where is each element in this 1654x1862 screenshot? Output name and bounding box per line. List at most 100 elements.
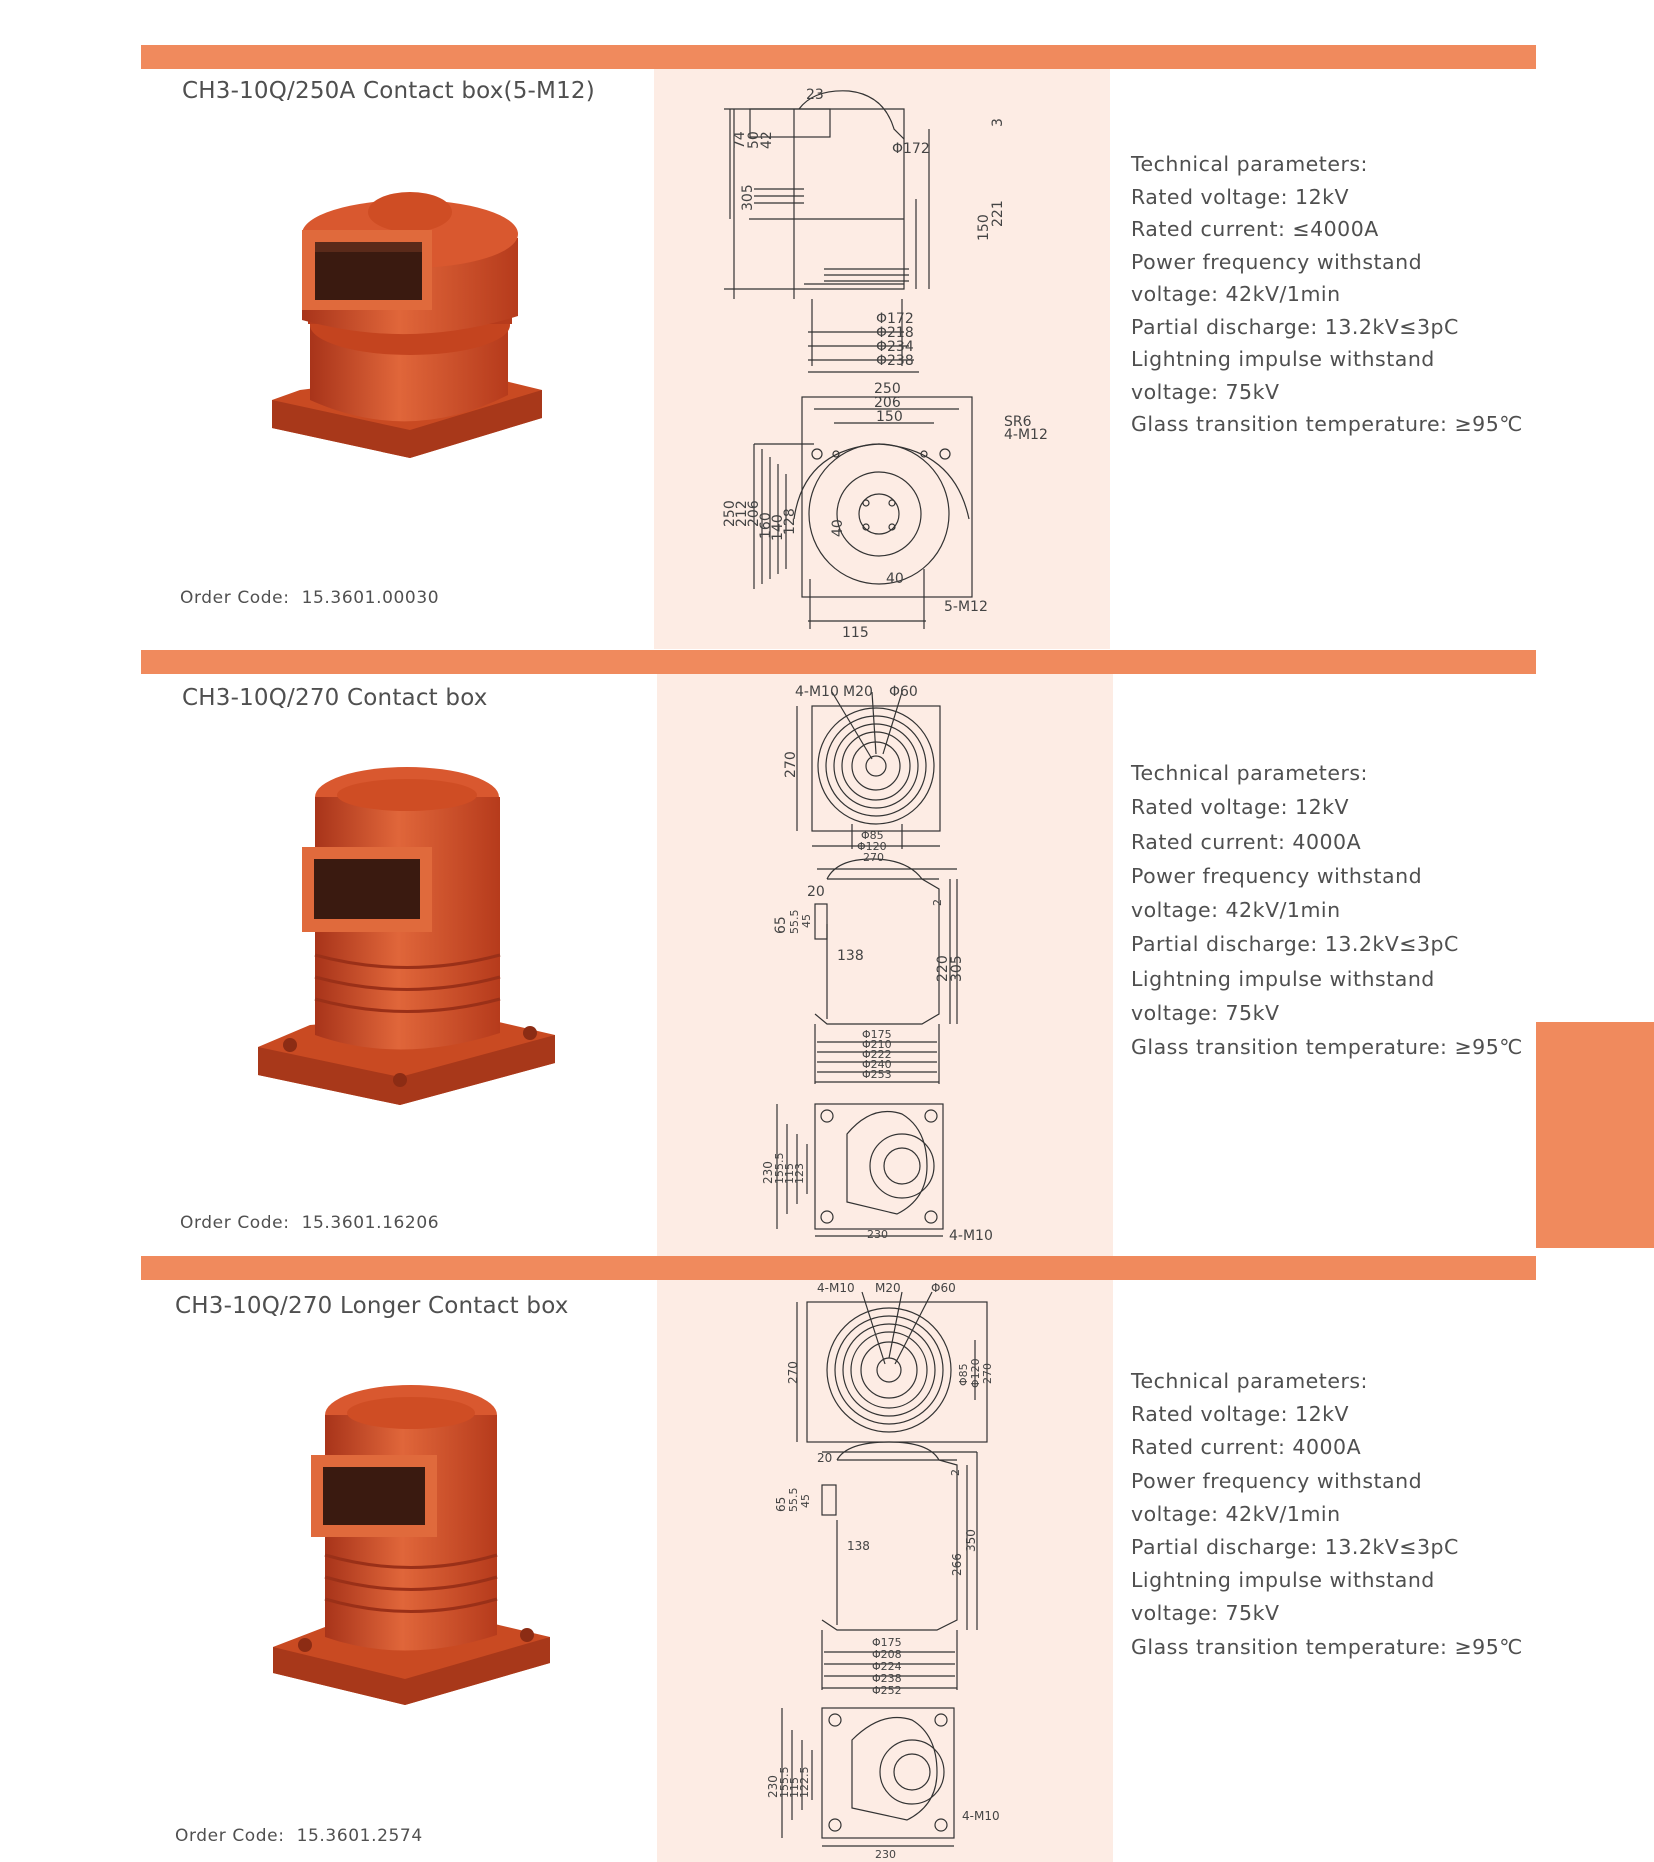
side-tab — [1536, 1022, 1654, 1248]
dim-phi238: Φ238 — [872, 1672, 902, 1685]
dim-v212: 212 — [734, 500, 750, 527]
param-power-frequency: Power frequency withstand — [1131, 1468, 1423, 1493]
order-code-value: 15.3601.00030 — [301, 588, 440, 608]
dim-40a: 40 — [830, 519, 846, 537]
param-lightning-impulse-value: voltage: 75kV — [1131, 379, 1280, 404]
order-code: Order Code: 15.3601.2574 — [175, 1826, 423, 1846]
order-code-value: 15.3601.2574 — [296, 1826, 423, 1846]
order-code-label: Order Code: — [175, 1826, 285, 1846]
dim-270-v: 270 — [783, 751, 799, 778]
section-bar-3 — [141, 1256, 1536, 1280]
technical-parameters: Technical parameters: Rated voltage: 12k… — [1131, 756, 1523, 1065]
dim-220: 220 — [935, 955, 951, 982]
param-lightning-impulse: Lightning impulse withstand — [1131, 347, 1435, 371]
param-rated-current: Rated current: ≤4000A — [1131, 217, 1379, 241]
param-rated-current: Rated current: 4000A — [1131, 829, 1362, 854]
product-title: CH3-10Q/270 Longer Contact box — [175, 1293, 569, 1319]
technical-parameters: Technical parameters: Rated voltage: 12k… — [1131, 148, 1523, 441]
dim-42: 42 — [759, 131, 775, 149]
dim-4-m10-bottom: 4-M10 — [962, 1809, 1000, 1823]
dim-206: 206 — [874, 395, 901, 411]
dim-230-h: 230 — [867, 1228, 888, 1241]
dim-phi222: Φ222 — [862, 1048, 892, 1061]
order-code: Order Code:15.3601.16206 — [180, 1213, 439, 1233]
dim-65: 65 — [774, 1497, 788, 1512]
dim-phi172: Φ172 — [876, 311, 914, 327]
contact-box-photo — [273, 1385, 550, 1705]
technical-drawing-3: 4-M10 M20 Φ60 270 Φ85 Φ120 270 20 65 55.… — [766, 1281, 1000, 1861]
param-lightning-impulse-value: voltage: 75kV — [1131, 1001, 1280, 1026]
dim-138: 138 — [847, 1539, 870, 1553]
dim-phi85: Φ85 — [861, 829, 884, 842]
dim-50: 50 — [746, 131, 762, 149]
dim-230-h: 230 — [875, 1848, 896, 1861]
dim-305: 305 — [949, 955, 965, 982]
param-rated-voltage: Rated voltage: 12kV — [1131, 1402, 1350, 1427]
dim-phi252: Φ252 — [872, 1684, 902, 1697]
dim-3: 3 — [990, 118, 1006, 127]
dim-phi60: Φ60 — [889, 684, 918, 700]
param-power-frequency-value: voltage: 42kV/1min — [1131, 1501, 1341, 1526]
dim-74: 74 — [732, 131, 748, 149]
dim-v160: 160 — [758, 512, 774, 539]
technical-drawing-2: 4-M10 M20 Φ60 270 Φ85 Φ120 270 20 65 55.… — [761, 684, 993, 1244]
dim-230-v: 230 — [761, 1161, 775, 1184]
dim-phi60: Φ60 — [931, 1281, 956, 1295]
dim-65: 65 — [773, 916, 789, 934]
section-bar-2 — [141, 650, 1536, 674]
dim-350: 350 — [964, 1529, 978, 1552]
dim-sr6: SR6 — [1004, 414, 1032, 430]
order-code: Order Code: 15.3601.00030 — [180, 588, 439, 608]
dim-150b: 150 — [876, 409, 903, 425]
param-glass-transition: Glass transition temperature: ≥95℃ — [1131, 1634, 1523, 1659]
dim-115: 115 — [842, 625, 869, 641]
dim-4-m10: 4-M10 — [817, 1281, 855, 1295]
param-rated-voltage: Rated voltage: 12kV — [1131, 795, 1350, 820]
dim-4-m12: 4-M12 — [1004, 427, 1048, 443]
param-power-frequency: Power frequency withstand — [1131, 249, 1423, 274]
dim-phi175: Φ175 — [872, 1636, 902, 1649]
dim-305: 305 — [740, 184, 756, 211]
dim-phi210: Φ210 — [862, 1038, 892, 1051]
dim-122-5: 122.5 — [798, 1767, 811, 1799]
contact-box-photo — [258, 767, 555, 1105]
param-rated-voltage: Rated voltage: 12kV — [1131, 184, 1350, 209]
dim-45: 45 — [799, 1494, 812, 1508]
dim-phi85: Φ85 — [957, 1363, 970, 1386]
dim-270-r: 270 — [981, 1363, 994, 1384]
product-title: CH3-10Q/250A Contact box(5-M12) — [182, 78, 595, 104]
dim-155-5: 155.5 — [778, 1767, 791, 1799]
dim-4-m10: 4-M10 — [795, 684, 839, 700]
dim-phi208: Φ208 — [872, 1648, 902, 1661]
dim-m20: M20 — [875, 1281, 901, 1295]
dim-55-5: 55.5 — [788, 910, 801, 935]
technical-parameters: Technical parameters: Rated voltage: 12k… — [1131, 1365, 1523, 1664]
dim-phi175: Φ175 — [862, 1028, 892, 1041]
dim-phi172-top: Φ172 — [892, 141, 930, 157]
dim-v206: 206 — [746, 500, 762, 527]
dim-23: 23 — [806, 87, 824, 103]
dim-2: 2 — [949, 1469, 962, 1476]
dim-m20: M20 — [843, 684, 873, 700]
param-power-frequency-value: voltage: 42kV/1min — [1131, 898, 1341, 923]
param-power-frequency: Power frequency withstand — [1131, 863, 1423, 888]
dim-phi234: Φ234 — [876, 339, 914, 355]
dim-45: 45 — [800, 914, 813, 928]
param-partial-discharge: Partial discharge: 13.2kV≤3pC — [1131, 314, 1459, 339]
product-title: CH3-10Q/270 Contact box — [182, 685, 488, 711]
section-bar-1 — [141, 45, 1536, 69]
dim-270-v: 270 — [786, 1361, 800, 1384]
dim-4-m10-bottom: 4-M10 — [949, 1228, 993, 1244]
dim-2: 2 — [931, 899, 944, 906]
dim-5-m12: 5-M12 — [944, 599, 988, 615]
param-heading: Technical parameters: — [1131, 152, 1368, 176]
param-glass-transition: Glass transition temperature: ≥95℃ — [1131, 1035, 1523, 1060]
param-lightning-impulse: Lightning impulse withstand — [1131, 966, 1435, 991]
param-rated-current: Rated current: 4000A — [1131, 1435, 1362, 1460]
dim-v140: 140 — [770, 514, 786, 541]
dim-phi120: Φ120 — [969, 1358, 982, 1388]
order-code-label: Order Code: — [180, 588, 290, 608]
contact-box-photo — [272, 192, 542, 458]
dim-20: 20 — [807, 884, 825, 900]
dim-115: 115 — [783, 1163, 796, 1184]
